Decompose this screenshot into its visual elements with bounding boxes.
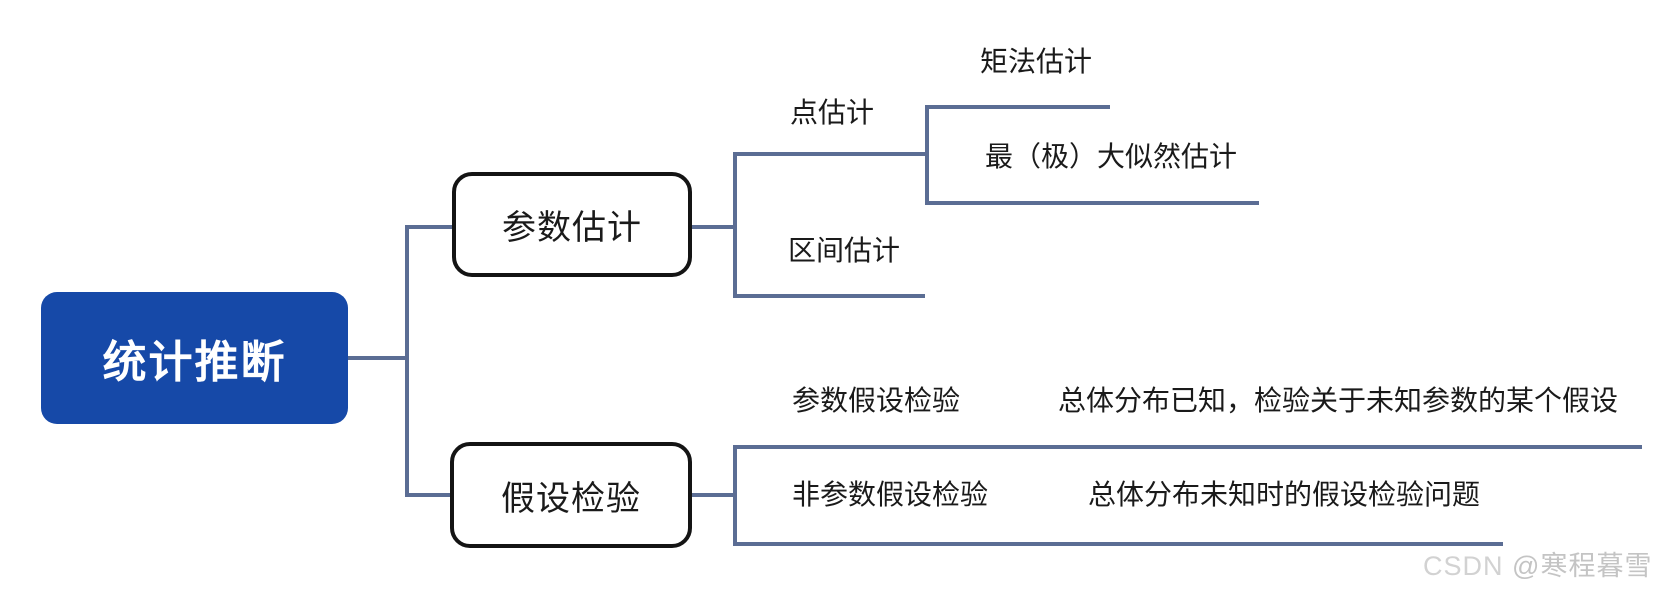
leaf-node-point-estimation: 点估计 [790,97,875,128]
connector-interval-estimation-underline [733,294,925,298]
connector-root-stub [348,356,405,360]
leaf-node-interval-estimation: 区间估计 [788,235,901,266]
connector-point-children-vertical [925,105,929,205]
connector-parametric-test-underline [733,445,1642,449]
connector-estimation-vertical [733,152,737,298]
branch-node-label: 假设检验 [501,479,641,518]
connector-level1-vertical [405,225,409,497]
root-node-statistical-inference: 统计推断 [41,292,348,424]
watermark-brand: CSDN [1423,551,1504,581]
leaf-node-nonparametric-test: 非参数假设检验 [792,479,989,510]
watermark: CSDN @寒程暮雪 [1423,544,1652,583]
connector-to-parameter-estimation [405,225,452,229]
branch-node-parameter-estimation: 参数估计 [452,172,692,277]
watermark-user: @寒程暮雪 [1512,551,1653,581]
leaf-node-parametric-test: 参数假设检验 [792,385,961,416]
branch-node-hypothesis-testing: 假设检验 [450,442,692,548]
desc-nonparametric-test: 总体分布未知时的假设检验问题 [1088,479,1481,510]
connector-testing-vertical [733,445,737,546]
connector-parameter-estimation-stub [692,225,733,229]
connector-moment-estimation-underline [925,105,1110,109]
connector-mle-underline [925,201,1259,205]
connector-nonparametric-test-underline [733,542,1503,546]
branch-node-label: 参数估计 [502,209,642,247]
connector-to-hypothesis-testing [405,493,450,497]
root-node-label: 统计推断 [102,338,287,387]
desc-parametric-test: 总体分布已知，检验关于未知参数的某个假设 [1058,385,1619,416]
connector-point-estimation-underline [733,152,925,156]
leaf-node-mle: 最（极）大似然估计 [985,141,1238,172]
leaf-node-moment-estimation: 矩法估计 [980,46,1093,77]
connector-hypothesis-testing-stub [692,493,737,497]
